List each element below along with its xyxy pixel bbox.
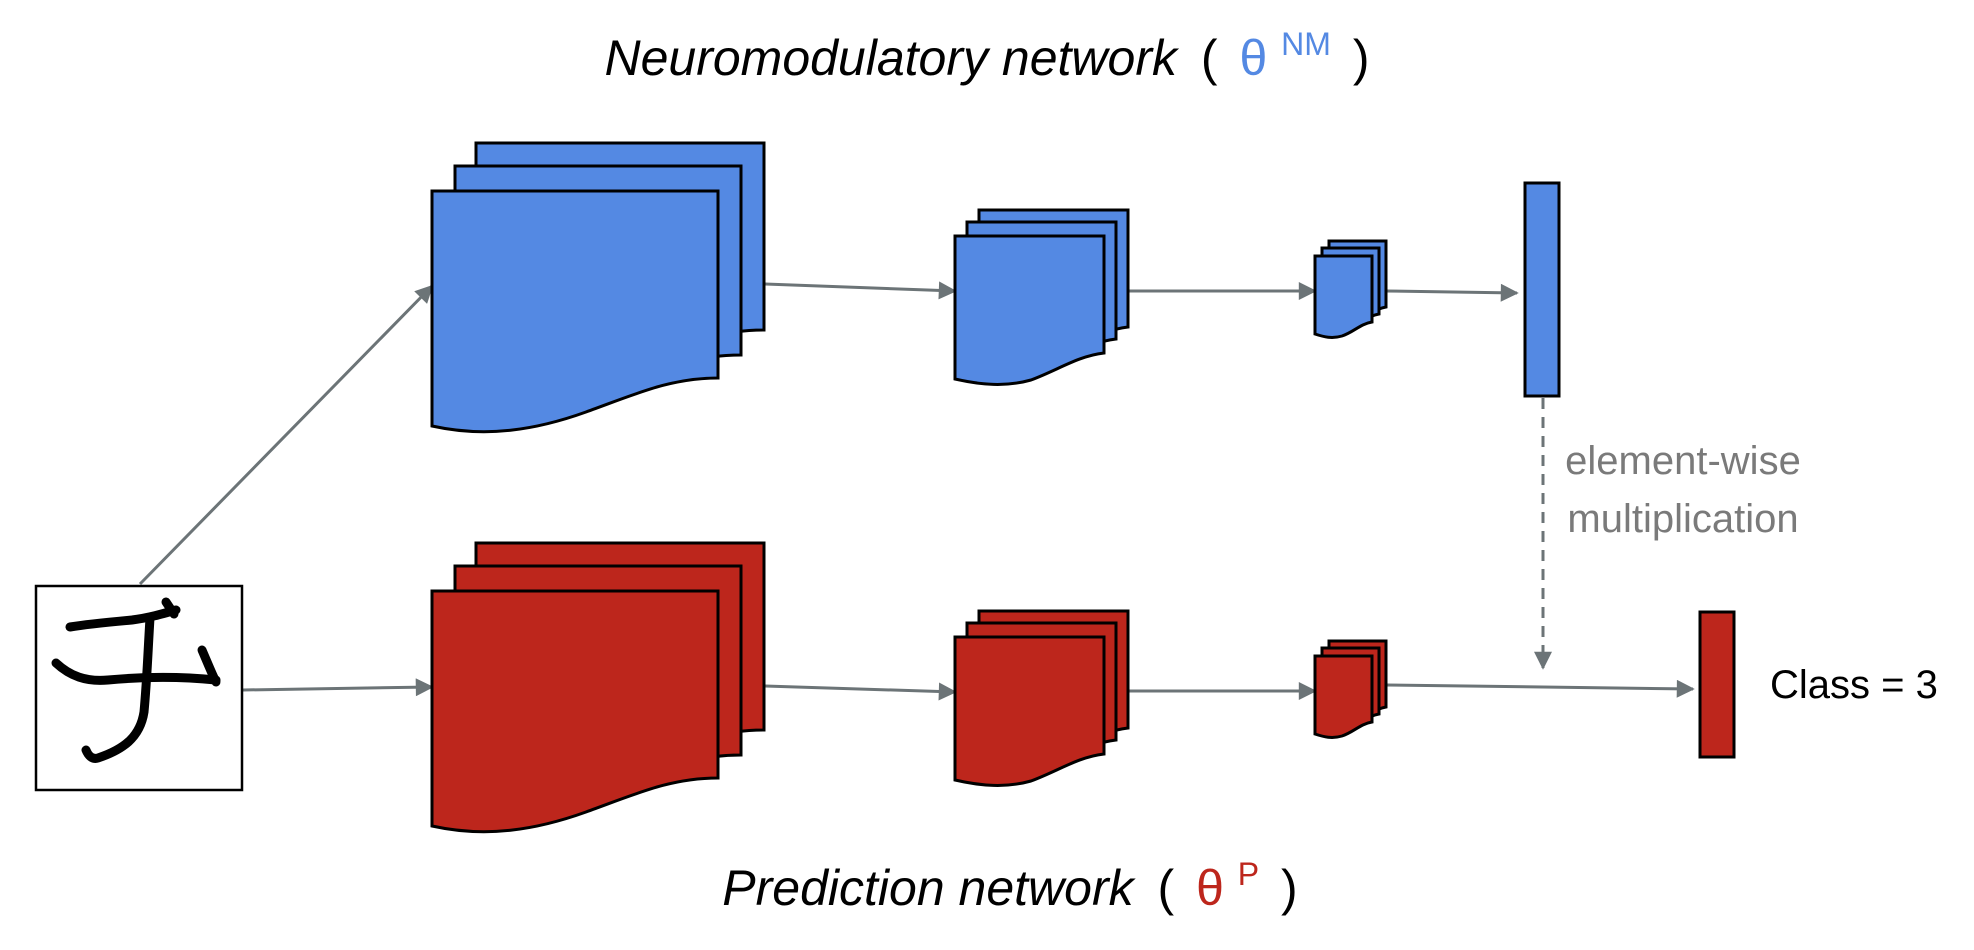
- nm-layer-3: [1313, 239, 1388, 339]
- title-text: Neuromodulatory network: [604, 30, 1179, 86]
- title-text: Prediction network: [722, 860, 1136, 916]
- nm-output-vector: [1523, 181, 1561, 398]
- p-output-vector: [1698, 610, 1736, 759]
- open-paren: (: [1201, 30, 1218, 86]
- nm-layer-2: [953, 208, 1130, 386]
- theta-symbol: θ: [1196, 860, 1224, 916]
- theta-superscript: P: [1238, 856, 1259, 892]
- open-paren: (: [1158, 860, 1175, 916]
- digit-stroke-hook: [161, 597, 179, 619]
- p-layer-1: [430, 541, 766, 834]
- neuromodulatory-network-title: Neuromodulatory network ( θ NM ): [604, 10, 1369, 86]
- digit-stroke-top: [65, 605, 181, 632]
- input-character-image: [34, 584, 244, 792]
- input-to-p-arrow: [242, 678, 434, 697]
- theta-superscript: NM: [1281, 26, 1331, 62]
- element-wise-label-line2: multiplication: [1567, 497, 1798, 541]
- connections: [138, 281, 1695, 701]
- digit-stroke-vertical: [81, 613, 155, 763]
- nm-layer3-to-vector-arrow: [1385, 283, 1519, 302]
- close-paren: ): [1353, 30, 1370, 86]
- nm-layer-1: [430, 141, 766, 434]
- input-to-nm-arrow: [138, 284, 434, 586]
- p-layer3-to-output-arrow: [1385, 679, 1695, 698]
- element-wise-label-line1: element-wise: [1565, 439, 1801, 483]
- prediction-network-title: Prediction network ( θ P ): [722, 840, 1297, 916]
- digit-stroke-right: [197, 645, 221, 687]
- close-paren: ): [1281, 860, 1298, 916]
- p-layer1-to-layer2-arrow: [764, 682, 957, 701]
- p-layer-3: [1313, 639, 1388, 739]
- nm-layer1-to-layer2-arrow: [764, 281, 957, 300]
- element-wise-label: element-wise multiplication: [1565, 439, 1801, 541]
- class-output-label: Class = 3: [1770, 663, 1938, 707]
- digit-stroke-middle: [51, 658, 221, 685]
- theta-symbol: θ: [1239, 30, 1267, 86]
- p-layer-2: [953, 609, 1130, 787]
